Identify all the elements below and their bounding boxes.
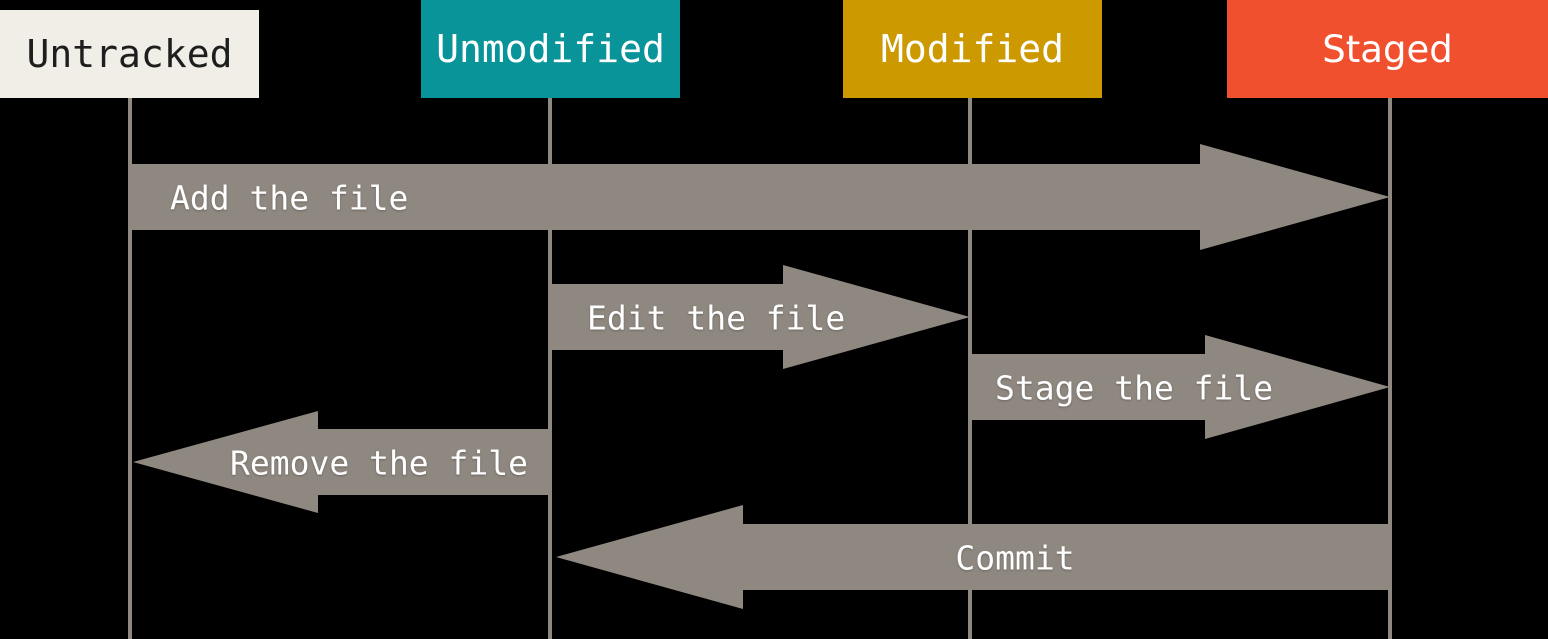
arrow-label: Remove the file xyxy=(230,443,529,483)
arrow-head-right-icon xyxy=(1205,335,1393,439)
state-label-unmodified: Unmodified xyxy=(436,27,665,71)
arrow-body xyxy=(130,164,1202,230)
arrow-body xyxy=(970,354,1207,420)
arrow-head-left-icon xyxy=(553,505,743,609)
arrow-label: Stage the file xyxy=(995,368,1274,408)
arrow-body xyxy=(313,429,552,495)
arrow-head-left-icon xyxy=(130,411,318,513)
arrow-label: Edit the file xyxy=(587,298,846,338)
arrow-label: Add the file xyxy=(170,178,409,218)
lifeline-staged xyxy=(1388,98,1392,639)
state-label-modified: Modified xyxy=(880,27,1065,71)
arrow-head-right-icon xyxy=(783,265,973,369)
arrow-body xyxy=(738,524,1392,590)
state-label-untracked: Untracked xyxy=(26,32,233,76)
arrow-label: Commit xyxy=(955,538,1075,578)
arrow-body xyxy=(550,284,785,350)
state-box-staged: Staged xyxy=(1227,0,1548,98)
state-label-staged: Staged xyxy=(1322,27,1453,71)
state-box-untracked: Untracked xyxy=(0,10,259,98)
lifeline-untracked xyxy=(128,98,132,639)
arrow-head-right-icon xyxy=(1200,144,1393,250)
state-box-unmodified: Unmodified xyxy=(421,0,680,98)
state-box-modified: Modified xyxy=(843,0,1102,98)
lifeline-unmodified xyxy=(548,98,552,639)
